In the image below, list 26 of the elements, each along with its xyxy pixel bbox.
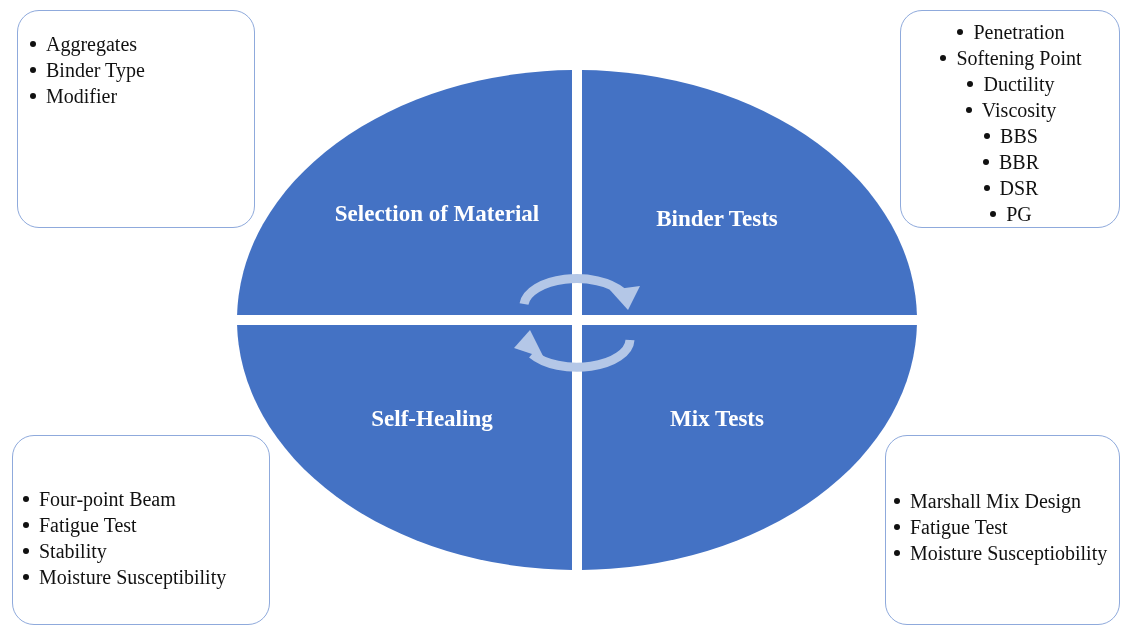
- list-card: [885, 435, 1120, 625]
- quadrant-title: Mix Tests: [669, 405, 765, 433]
- list-item-text: Moisture Susceptiobility: [910, 541, 1108, 566]
- list-card: [12, 435, 270, 625]
- list-item-text: Four-point Beam: [39, 487, 176, 512]
- list-item-text: Fatigue Test: [910, 515, 1008, 540]
- list-item-text: Marshall Mix Design: [910, 489, 1082, 514]
- list-item-text: PG: [1006, 202, 1032, 227]
- list-item-text: Fatigue Test: [39, 513, 137, 538]
- list-item-text: BBR: [999, 150, 1039, 175]
- list-item-text: Aggregates: [46, 32, 138, 57]
- list-item-text: Binder Type: [46, 58, 145, 83]
- list-item-text: Moisture Susceptibility: [39, 565, 227, 590]
- list-item-text: Penetration: [973, 20, 1065, 45]
- list-item-text: Viscosity: [981, 98, 1057, 123]
- list-item-text: DSR: [999, 176, 1039, 201]
- list-card: [900, 10, 1120, 228]
- list-item-text: Softening Point: [956, 46, 1082, 71]
- list-item-text: Ductility: [983, 72, 1055, 97]
- list-item-text: Modifier: [46, 84, 118, 109]
- list-card: [17, 10, 255, 228]
- quadrant-title: Binder Tests: [655, 205, 779, 233]
- quadrant-title: Selection of Material: [333, 200, 541, 228]
- quadrant-title: Self-Healing: [370, 405, 494, 433]
- list-item-text: BBS: [1000, 124, 1038, 149]
- list-item-text: Stability: [39, 539, 107, 564]
